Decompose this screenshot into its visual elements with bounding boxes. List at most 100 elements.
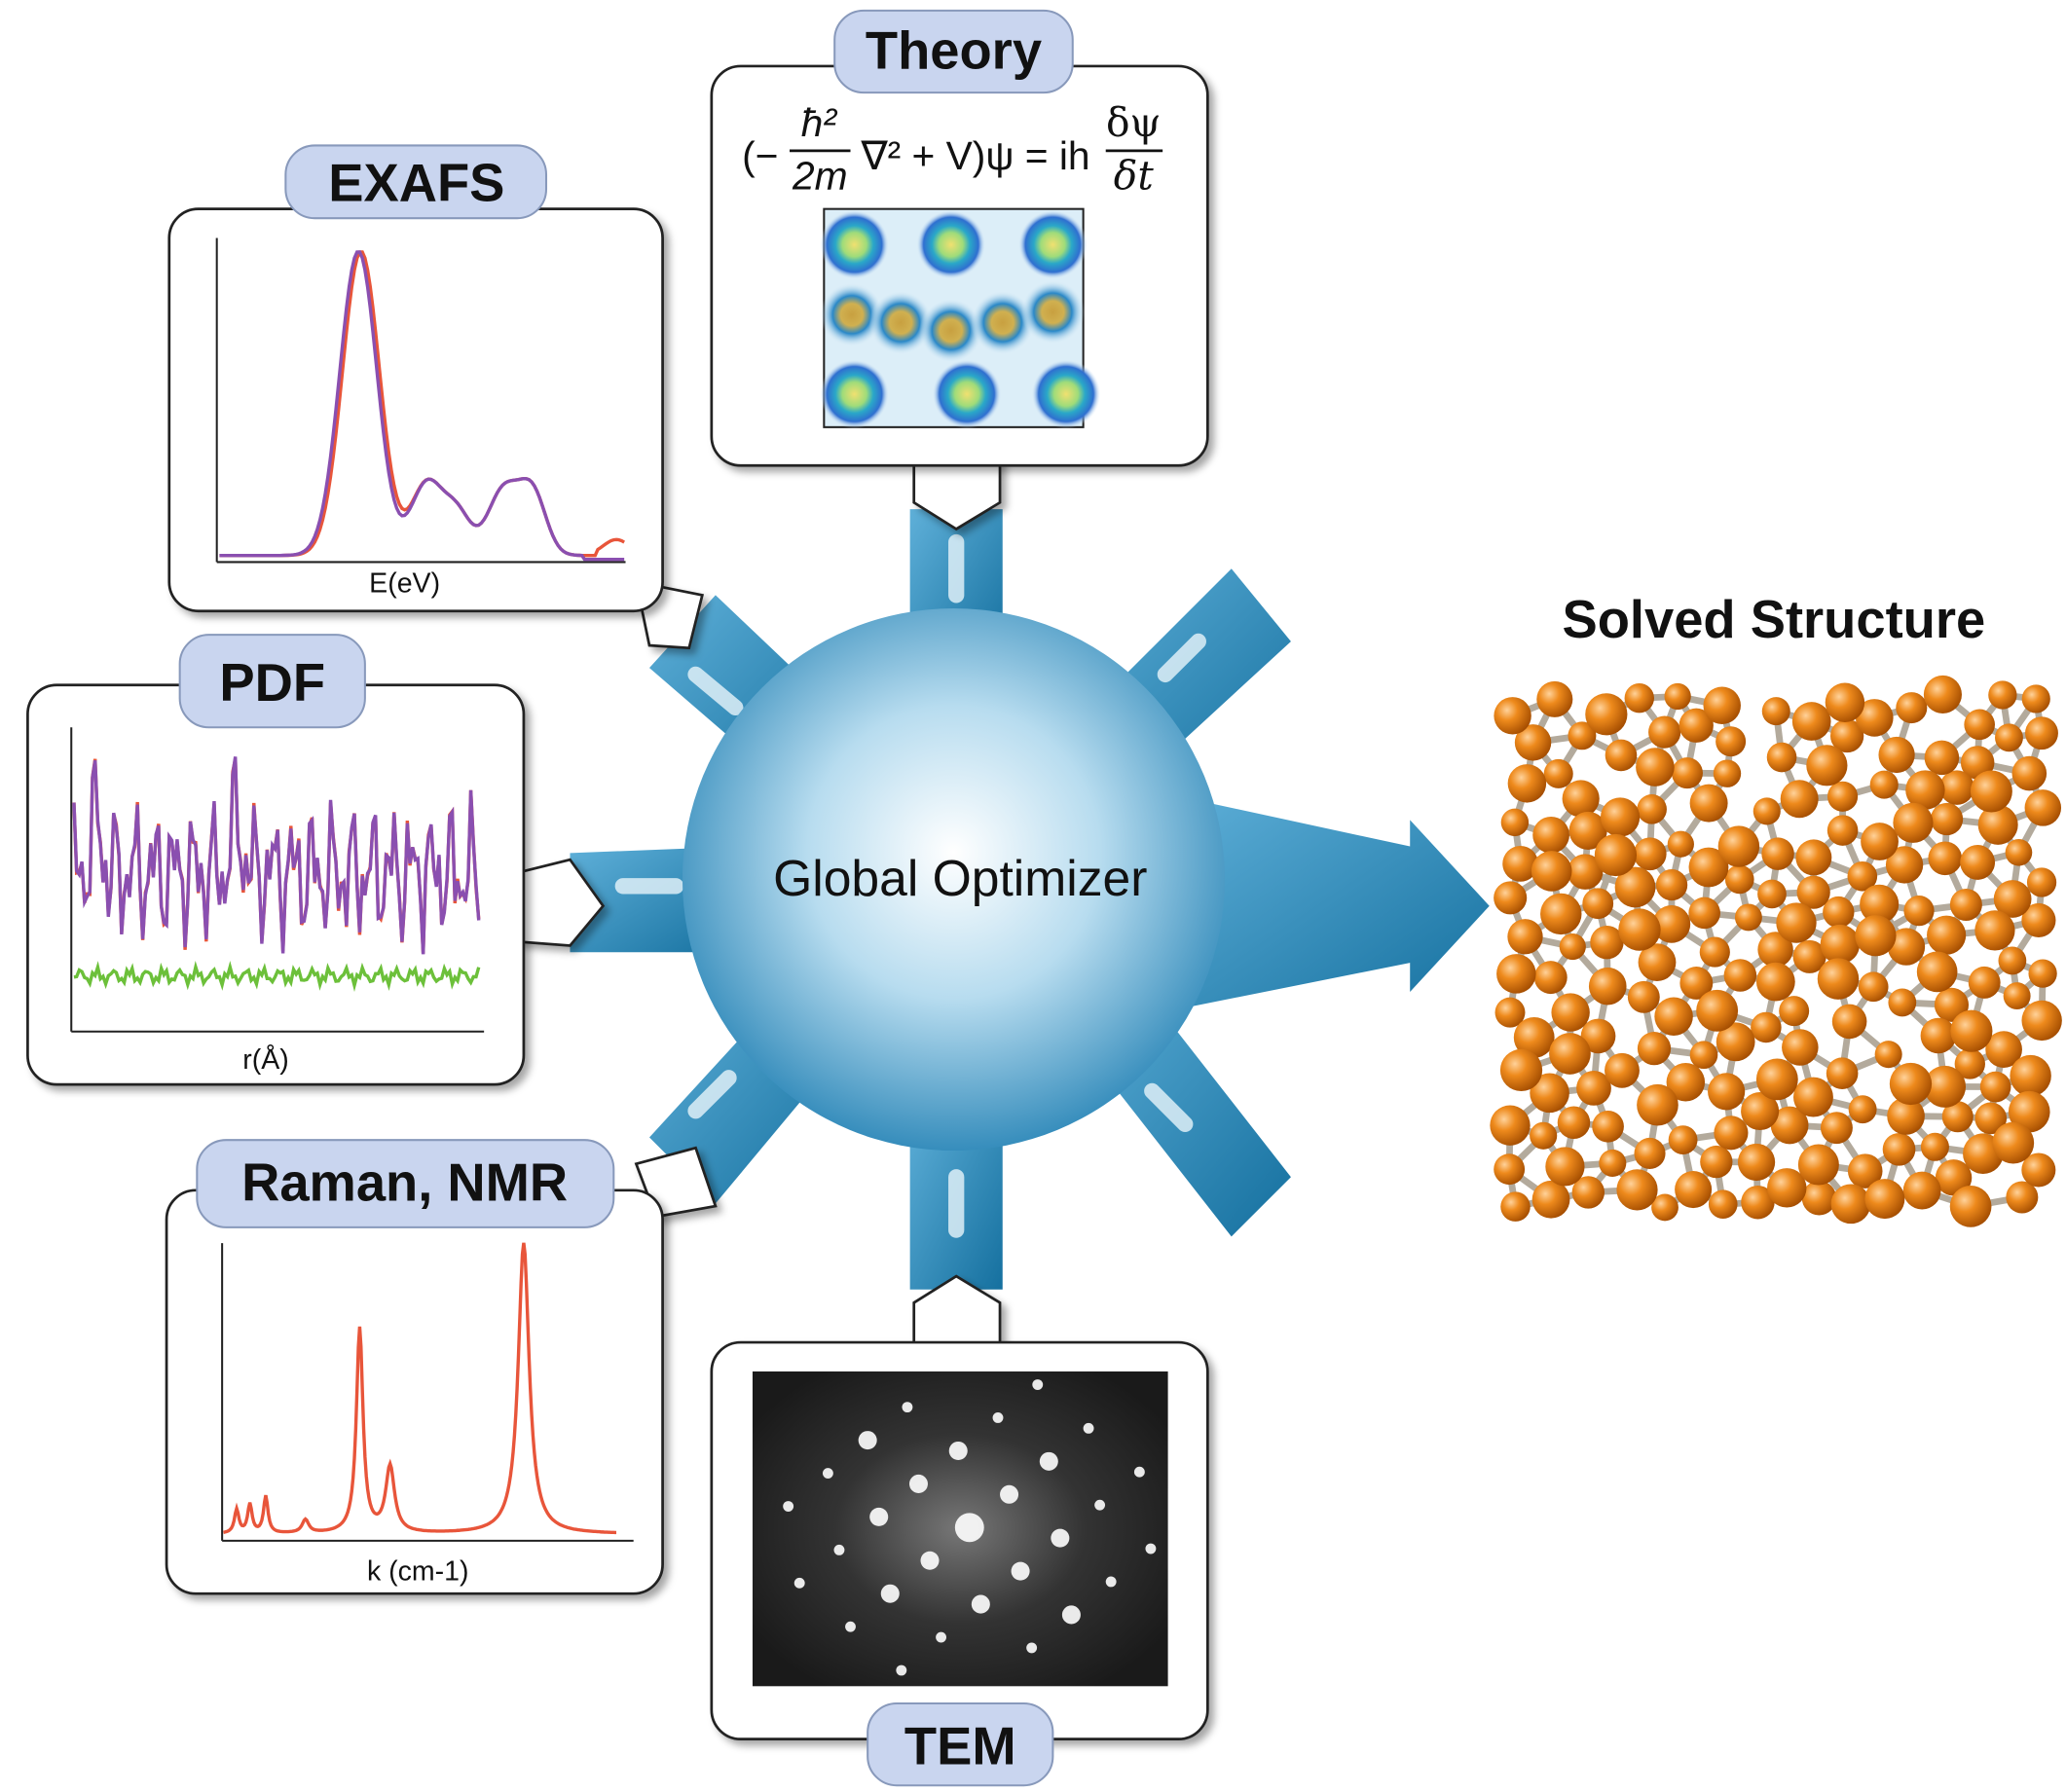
atom	[1920, 1132, 1949, 1161]
atom	[1688, 847, 1729, 888]
atom	[1776, 902, 1817, 943]
pdf-pill	[178, 634, 366, 729]
atom	[2026, 867, 2057, 897]
tem-pill	[867, 1701, 1054, 1787]
diffraction-spot	[858, 1431, 877, 1450]
atom	[1708, 1189, 1738, 1219]
atom	[1703, 686, 1741, 724]
atom	[1571, 1176, 1605, 1209]
atom	[1934, 987, 1970, 1022]
atom	[1502, 845, 1539, 882]
atom	[1847, 860, 1878, 892]
atom	[2021, 902, 2056, 937]
atom	[1858, 971, 1889, 1003]
atom	[1559, 933, 1586, 961]
atom	[1689, 784, 1728, 823]
raman-xlabel: k (cm-1)	[367, 1556, 469, 1588]
atom	[1655, 868, 1688, 901]
atom	[1860, 884, 1900, 924]
atom	[1652, 904, 1691, 943]
raman-panel: k (cm-1) Raman, NMR	[165, 1139, 718, 1595]
atom	[1903, 896, 1935, 927]
atom	[1614, 866, 1656, 908]
diffraction-spot	[1026, 1642, 1038, 1654]
atom	[1540, 893, 1582, 935]
atom	[1977, 804, 2018, 845]
atom	[1499, 1048, 1543, 1092]
atom	[1668, 1125, 1698, 1155]
atom	[1496, 954, 1536, 994]
diffraction-spot	[1094, 1499, 1106, 1511]
atom	[1761, 697, 1790, 726]
atom	[1889, 1062, 1933, 1106]
atom	[1780, 780, 1819, 819]
atom	[1724, 864, 1754, 895]
optimizer-label: Global Optimizer	[773, 850, 1147, 906]
diffraction-spot	[1032, 1379, 1044, 1390]
diffraction-spot	[954, 1513, 984, 1543]
atom	[1770, 1106, 1809, 1145]
atom	[1600, 797, 1641, 837]
atom	[1507, 764, 1547, 803]
atom	[1708, 1073, 1746, 1111]
atom	[1855, 915, 1897, 957]
output-arrow	[1164, 793, 1490, 1012]
atom	[1928, 841, 1963, 876]
atom	[1829, 718, 1864, 753]
atom	[1734, 903, 1762, 932]
atom	[1893, 802, 1934, 843]
orbital	[820, 282, 884, 347]
atom	[1766, 742, 1797, 773]
atom	[1960, 845, 1996, 880]
orbital	[971, 290, 1035, 355]
orbital	[820, 210, 889, 279]
atom	[1954, 1048, 1985, 1079]
atom	[1796, 875, 1830, 909]
atom	[2024, 789, 2062, 826]
atom	[1696, 989, 1739, 1032]
exafs-pill	[284, 144, 548, 220]
atom	[1500, 1191, 1531, 1222]
atom	[1949, 888, 1982, 921]
atom	[1791, 702, 1831, 741]
solved-structure-title: Solved Structure	[1562, 590, 1985, 649]
orbital	[1020, 280, 1085, 345]
atom	[1582, 888, 1614, 920]
atom	[1494, 697, 1531, 735]
atom	[1847, 1153, 1883, 1189]
atom	[1823, 896, 1855, 929]
atom	[1588, 967, 1627, 1006]
exafs-fit-curve	[219, 250, 625, 562]
atom	[1793, 1077, 1833, 1117]
atom	[1675, 1171, 1713, 1209]
atom	[1861, 823, 1899, 860]
atom	[1576, 1071, 1611, 1106]
atom	[1797, 1144, 1839, 1186]
atom	[1568, 811, 1607, 850]
diffraction-spot	[992, 1412, 1004, 1423]
atom	[1494, 881, 1528, 915]
atom	[1979, 1071, 2011, 1103]
atom	[1874, 1041, 1902, 1069]
atom	[1638, 943, 1677, 982]
schrodinger-equation: (− ħ² 2m ∇² + V)ψ = ih δψ δt	[742, 99, 1163, 199]
atom	[1949, 1185, 1992, 1227]
pdf-fit-curve	[72, 756, 481, 955]
atom	[1927, 915, 1967, 955]
diffraction-spot	[936, 1631, 947, 1643]
atom	[1536, 680, 1573, 717]
diffraction-spot	[896, 1664, 907, 1676]
atom	[1671, 757, 1703, 789]
atom	[1688, 896, 1720, 930]
atom	[1864, 1179, 1905, 1220]
atom	[1752, 797, 1781, 825]
orbital	[916, 210, 986, 279]
atom	[1896, 692, 1928, 724]
atom	[1998, 946, 2027, 975]
atom	[1648, 715, 1681, 749]
atom	[1618, 908, 1661, 951]
atom	[1637, 1032, 1672, 1066]
atom	[2005, 838, 2033, 866]
atom	[1568, 721, 1597, 750]
optimizer-sphere	[682, 607, 1226, 1152]
